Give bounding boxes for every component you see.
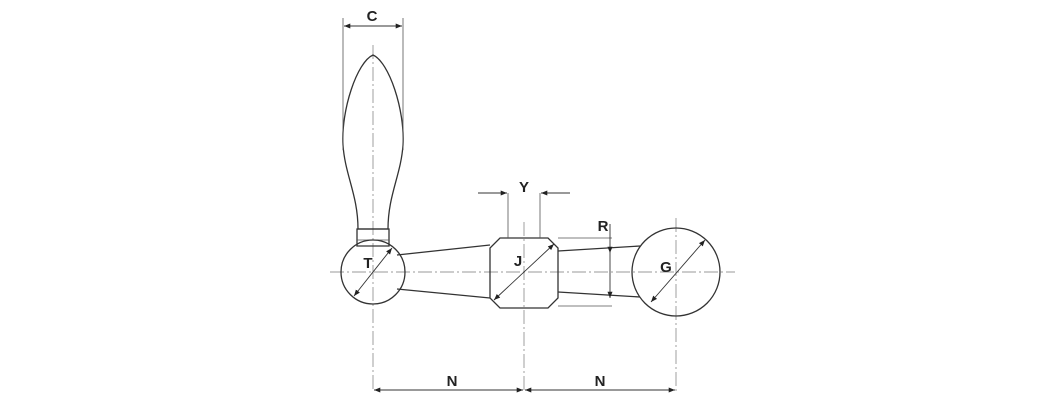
- label-j: J: [514, 253, 522, 270]
- label-r: R: [598, 218, 609, 235]
- rim-circle: [631, 227, 721, 317]
- label-n-right: N: [595, 373, 606, 390]
- label-t: T: [363, 255, 372, 272]
- dim-t-line: [353, 247, 393, 297]
- label-y: Y: [519, 179, 529, 196]
- dim-g-line: [650, 239, 706, 303]
- label-n-left: N: [447, 373, 458, 390]
- label-c: C: [367, 8, 378, 25]
- label-g: G: [660, 259, 672, 276]
- left-arm: [396, 244, 491, 299]
- hub: [489, 237, 559, 309]
- right-arm: [557, 245, 641, 298]
- handle-ball: [340, 239, 406, 305]
- dim-j-line: [493, 243, 555, 301]
